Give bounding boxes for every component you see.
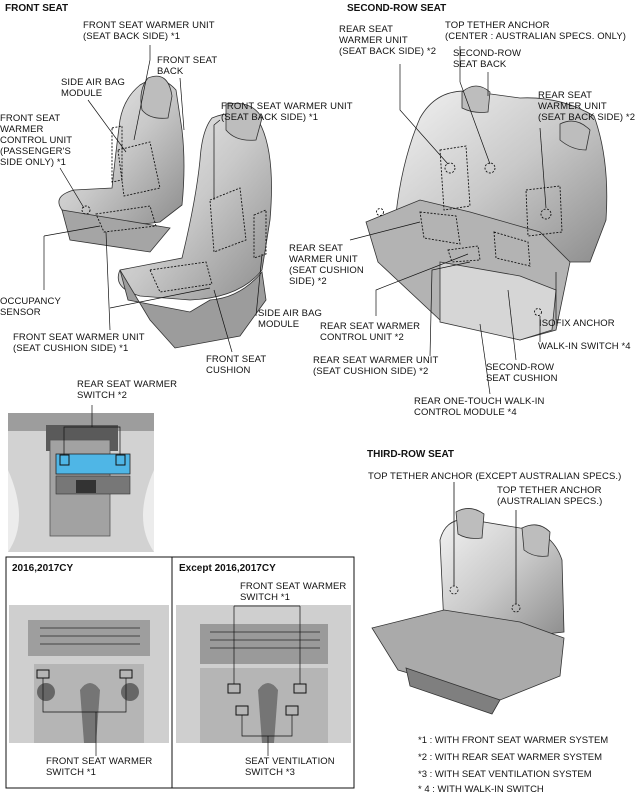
label-warmer-switch-right: FRONT SEAT WARMER SWITCH *1	[240, 581, 347, 603]
label-side-air-bag-bottom: SIDE AIR BAG MODULE	[258, 308, 323, 330]
label-front-warmer-control-unit: FRONT SEAT WARMER CONTROL UNIT (PASSENGE…	[0, 113, 73, 168]
label-front-seat-cushion: FRONT SEAT CUSHION	[206, 354, 267, 376]
label-front-warmer-back-top: FRONT SEAT WARMER UNIT (SEAT BACK SIDE) …	[83, 20, 215, 42]
label-walk-in-switch: WALK-IN SWITCH *4	[538, 341, 631, 352]
label-rear-warmer-switch: REAR SEAT WARMER SWITCH *2	[77, 379, 178, 401]
label-rear-warmer-back-right: REAR SEAT WARMER UNIT (SEAT BACK SIDE) *…	[538, 90, 636, 123]
label-rear-control-unit: REAR SEAT WARMER CONTROL UNIT *2	[320, 321, 421, 343]
label-side-air-bag-top: SIDE AIR BAG MODULE	[61, 77, 126, 99]
label-second-row-cushion: SECOND-ROW SEAT CUSHION	[486, 362, 558, 384]
heading-front-seat: FRONT SEAT	[5, 3, 69, 14]
legend-text: WITH REAR SEAT WARMER SYSTEM	[434, 752, 603, 763]
label-ventilation-switch: SEAT VENTILATION SWITCH *3	[245, 756, 335, 778]
label-warmer-switch-left: FRONT SEAT WARMER SWITCH *1	[46, 756, 153, 778]
front-warmer-outlines	[81, 125, 267, 293]
label-front-warmer-back-right: FRONT SEAT WARMER UNIT (SEAT BACK SIDE) …	[221, 101, 353, 123]
label-front-warmer-cushion: FRONT SEAT WARMER UNIT (SEAT CUSHION SID…	[13, 332, 145, 354]
second-row-seat	[365, 85, 608, 341]
second-warmer-outlines	[376, 145, 563, 316]
legend-key: *1 :	[418, 735, 433, 746]
label-rear-warmer-unit-cushion: REAR SEAT WARMER UNIT (SEAT CUSHION SIDE…	[313, 355, 439, 377]
legend-text: WITH FRONT SEAT WARMER SYSTEM	[434, 735, 609, 746]
third-leader-lines	[449, 482, 521, 613]
second-leader-lines	[349, 46, 557, 395]
cy-left-photo	[9, 605, 169, 756]
label-top-tether-except: TOP TETHER ANCHOR (EXCEPT AUSTRALIAN SPE…	[368, 471, 622, 482]
label-one-touch-module: REAR ONE-TOUCH WALK-IN CONTROL MODULE *4	[414, 396, 545, 418]
legend-item: * 4 : WITH WALK-IN SWITCH	[418, 784, 544, 795]
legend-item: *2 : WITH REAR SEAT WARMER SYSTEM	[418, 752, 602, 763]
heading-except-2016-2017cy: Except 2016,2017CY	[179, 563, 276, 574]
legend-key: *2 :	[418, 752, 433, 763]
label-top-tether-aus: TOP TETHER ANCHOR (AUSTRALIAN SPECS.)	[497, 485, 603, 507]
third-row-seat	[371, 508, 565, 715]
cy-right-photo	[176, 605, 351, 756]
label-second-row-back: SECOND-ROW SEAT BACK	[453, 48, 522, 70]
front-leader-lines	[43, 45, 263, 353]
legend-key: *3 :	[418, 769, 433, 780]
rear-switch-photo	[8, 405, 154, 552]
front-seat-right	[117, 102, 272, 349]
label-top-tether-center: TOP TETHER ANCHOR (CENTER : AUSTRALIAN S…	[445, 20, 627, 42]
label-front-seat-back: FRONT SEAT BACK	[157, 55, 218, 77]
heading-second-row-seat: SECOND-ROW SEAT	[347, 3, 447, 14]
heading-2016-2017cy: 2016,2017CY	[12, 563, 74, 574]
cy-panel-frame	[5, 556, 355, 789]
legend-item: *1 : WITH FRONT SEAT WARMER SYSTEM	[418, 735, 608, 746]
front-seat-left	[58, 75, 185, 253]
label-rear-warmer-cushion: REAR SEAT WARMER UNIT (SEAT CUSHION SIDE…	[289, 243, 364, 287]
heading-third-row-seat: THIRD-ROW SEAT	[367, 449, 455, 460]
legend-key: * 4 :	[418, 784, 435, 795]
legend-text: WITH WALK-IN SWITCH	[437, 784, 544, 795]
legend-text: WITH SEAT VENTILATION SYSTEM	[434, 769, 592, 780]
legend-item: *3 : WITH SEAT VENTILATION SYSTEM	[418, 769, 592, 780]
label-occupancy-sensor: OCCUPANCY SENSOR	[0, 296, 61, 318]
label-rear-warmer-back-left: REAR SEAT WARMER UNIT (SEAT BACK SIDE) *…	[339, 24, 437, 57]
label-isofix-anchor: ISOFIX ANCHOR	[539, 318, 615, 329]
